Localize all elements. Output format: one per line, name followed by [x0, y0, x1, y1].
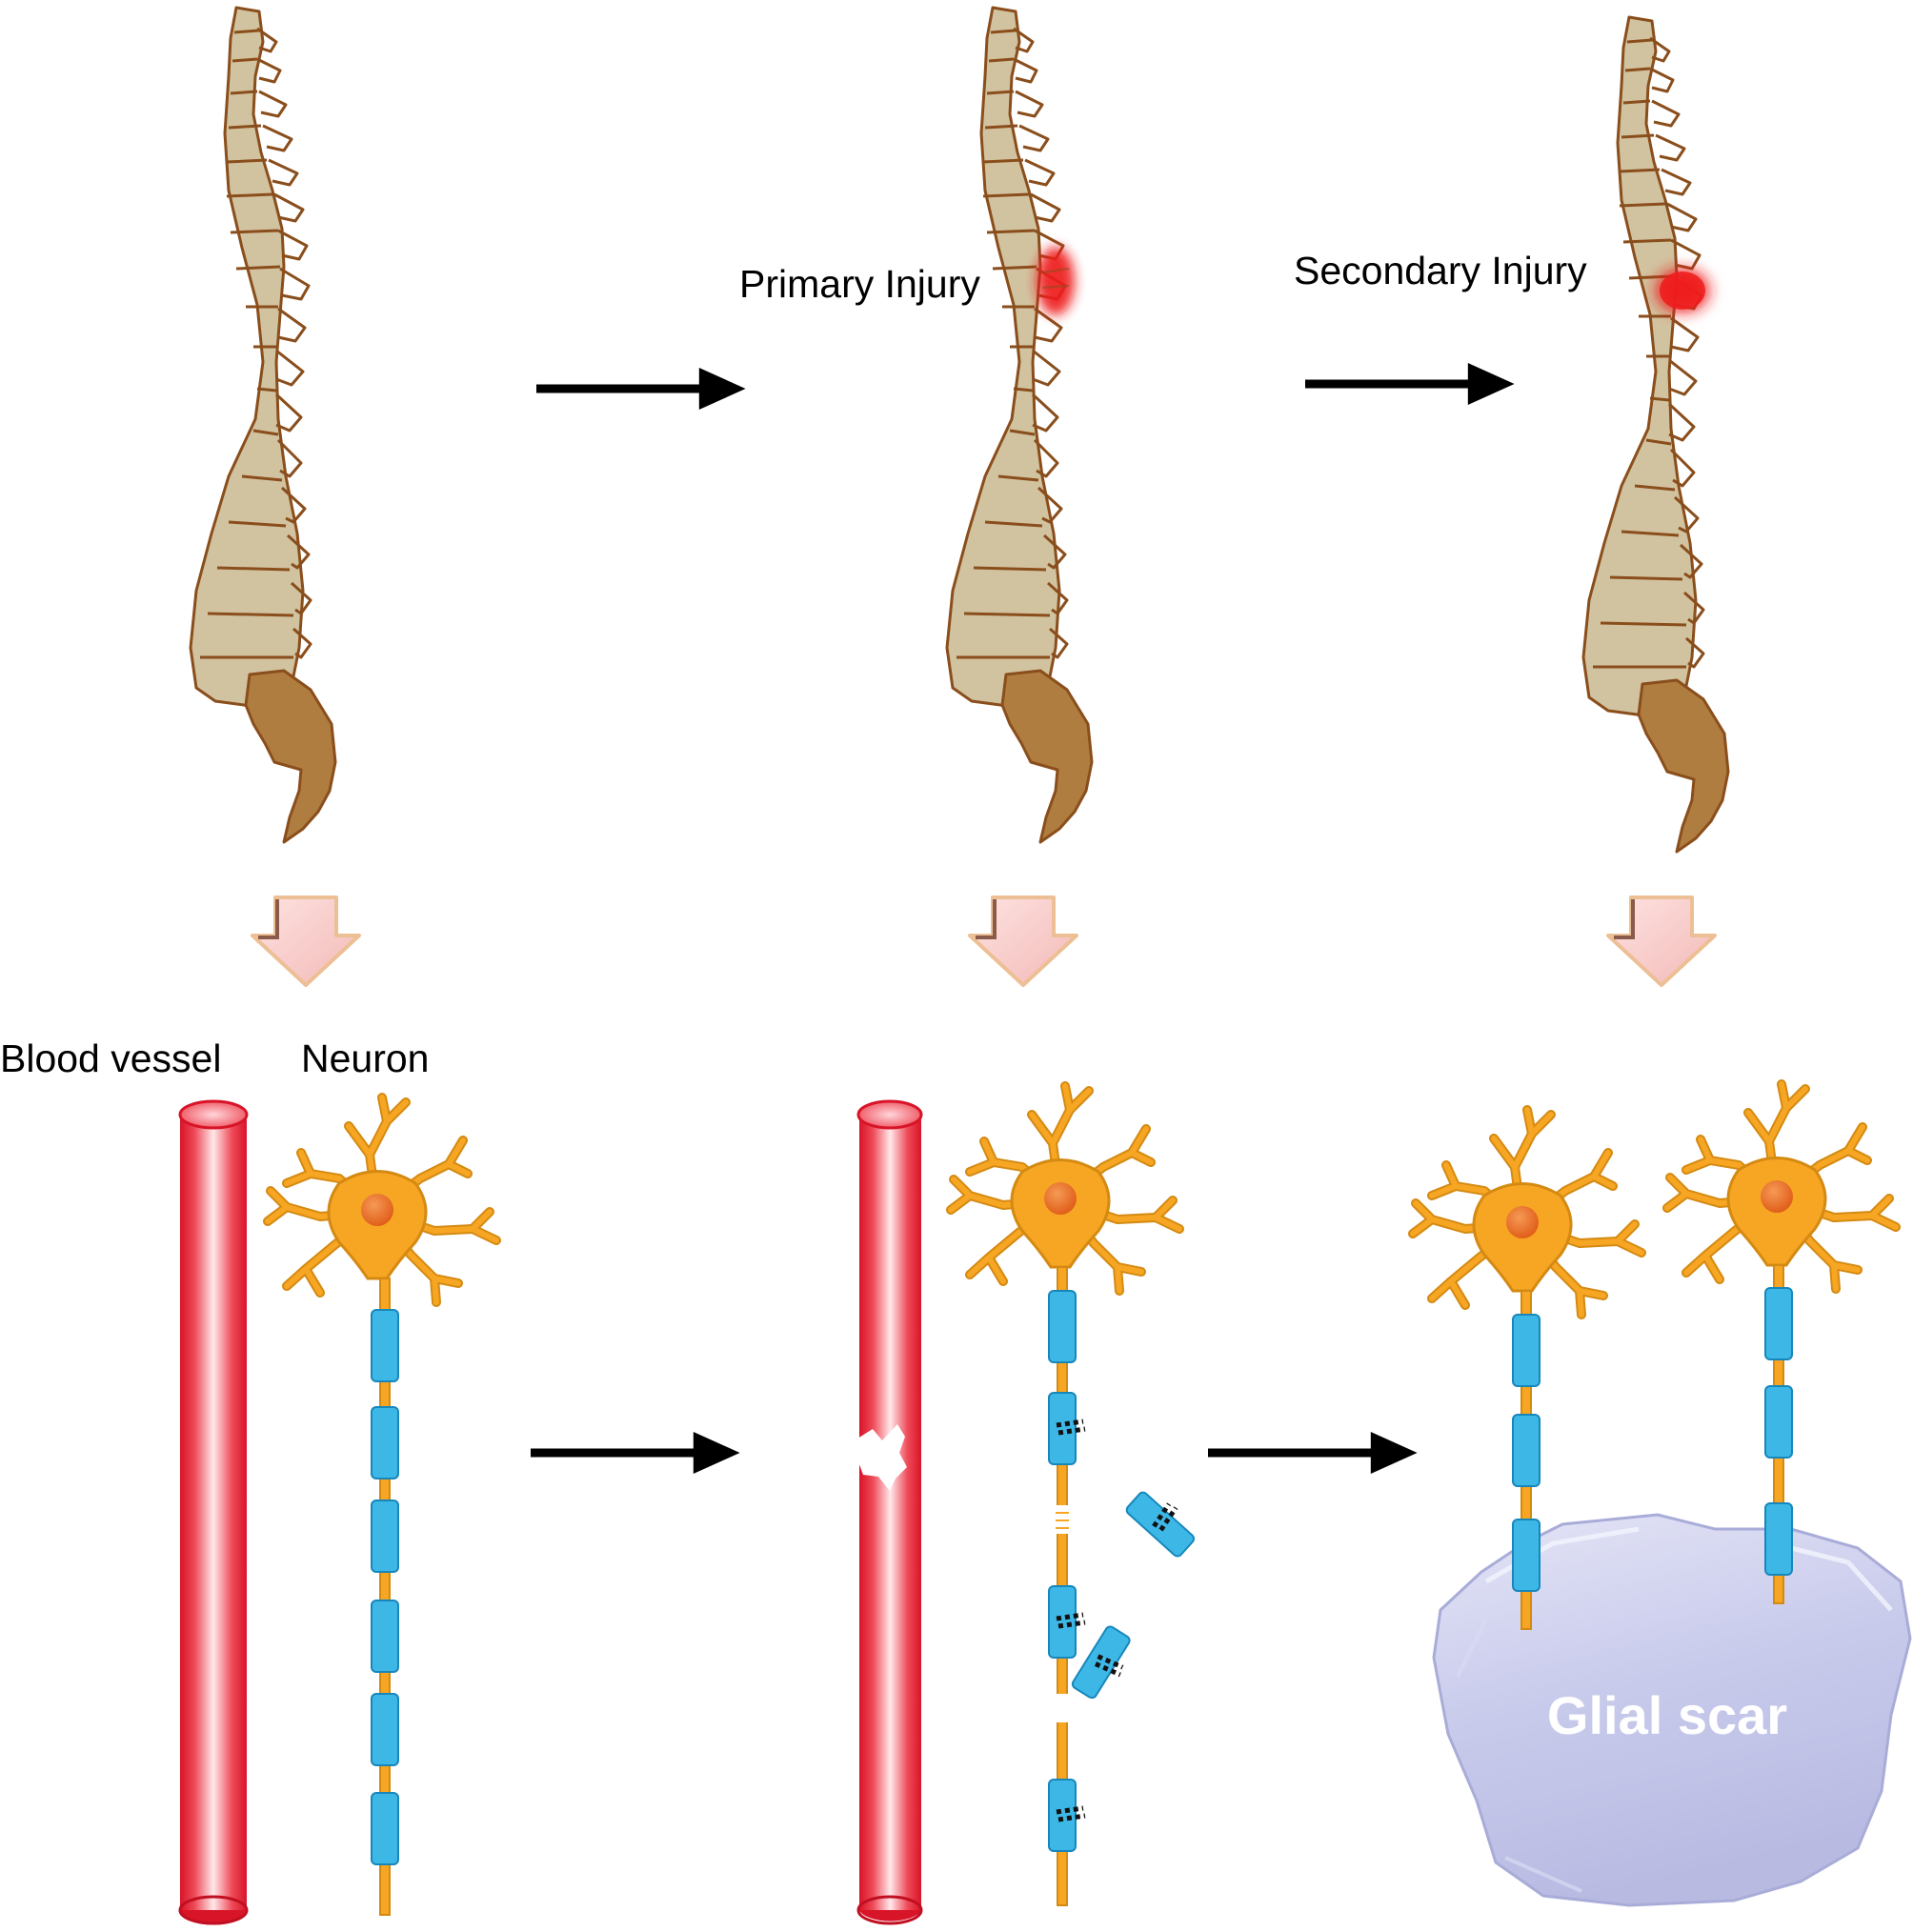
spine-healthy	[189, 6, 337, 844]
blood-vessel-label: Blood vessel	[0, 1036, 221, 1080]
neuron-scar-1	[1413, 1110, 1641, 1630]
neuron-damaged	[951, 1086, 1202, 1906]
process-arrow-1	[251, 896, 361, 987]
primary-injury-label: Primary Injury	[739, 262, 980, 306]
black-arrow-bottom-2	[1208, 1432, 1418, 1474]
blood-vessel-damaged	[856, 1099, 923, 1925]
process-arrow-3	[1606, 896, 1717, 987]
spine-secondary-injury	[1581, 15, 1730, 854]
process-arrow-2	[968, 896, 1078, 987]
secondary-injury-label: Secondary Injury	[1294, 249, 1587, 292]
secondary-injury-spot	[1648, 262, 1717, 319]
glial-scar	[1432, 1513, 1912, 1907]
primary-injury-spot	[1037, 247, 1075, 315]
spine-primary-injury	[945, 6, 1094, 844]
neuron-label: Neuron	[301, 1036, 429, 1080]
black-arrow-bottom-1	[531, 1432, 740, 1474]
neuron-scar-2	[1667, 1084, 1896, 1604]
neuron-healthy	[268, 1097, 496, 1916]
black-arrow-top-2	[1305, 363, 1515, 405]
black-arrow-top-1	[536, 368, 746, 410]
blood-vessel-healthy	[178, 1099, 249, 1925]
glial-scar-label: Glial scar	[1547, 1685, 1787, 1745]
